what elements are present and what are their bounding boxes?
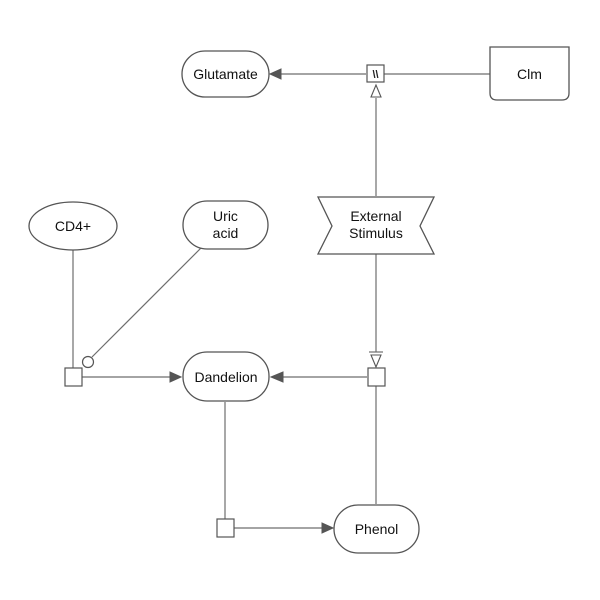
node-cd4-label: CD4+ xyxy=(55,218,91,234)
process-bottom-left xyxy=(216,518,235,538)
process-left xyxy=(64,367,83,387)
node-glutamate[interactable]: Glutamate xyxy=(181,50,270,98)
node-glutamate-label: Glutamate xyxy=(193,66,258,82)
node-uric-acid[interactable]: Uric acid xyxy=(182,200,269,250)
edge-uric-acid-to-left-process xyxy=(91,246,203,358)
production-arrow-glutamate xyxy=(268,68,282,80)
node-clm[interactable]: Clm xyxy=(489,46,570,101)
node-cd4[interactable]: CD4+ xyxy=(28,201,118,251)
node-clm-label: Clm xyxy=(517,66,542,82)
node-dandelion-label: Dandelion xyxy=(194,369,257,385)
node-external-stimulus-line1: External xyxy=(350,208,401,224)
node-phenol[interactable]: Phenol xyxy=(333,504,420,554)
node-uric-acid-line1: Uric xyxy=(213,208,238,224)
stimulation-arrow-top xyxy=(370,83,382,98)
node-dandelion[interactable]: Dandelion xyxy=(182,351,270,402)
node-phenol-label: Phenol xyxy=(355,521,399,537)
dissociation-process: \\ xyxy=(366,64,385,83)
process-right xyxy=(367,367,386,387)
stimulation-arrow-bottom xyxy=(370,354,382,369)
production-arrow-phenol xyxy=(321,522,335,534)
production-arrow-dandelion-right xyxy=(269,371,284,383)
node-uric-acid-line2: acid xyxy=(213,225,239,241)
node-external-stimulus-line2: Stimulus xyxy=(349,225,403,241)
production-arrow-dandelion-left xyxy=(169,371,183,383)
node-external-stimulus[interactable]: External Stimulus xyxy=(316,196,436,255)
catalysis-circle xyxy=(81,355,95,369)
dissociation-symbol: \\ xyxy=(372,69,378,81)
